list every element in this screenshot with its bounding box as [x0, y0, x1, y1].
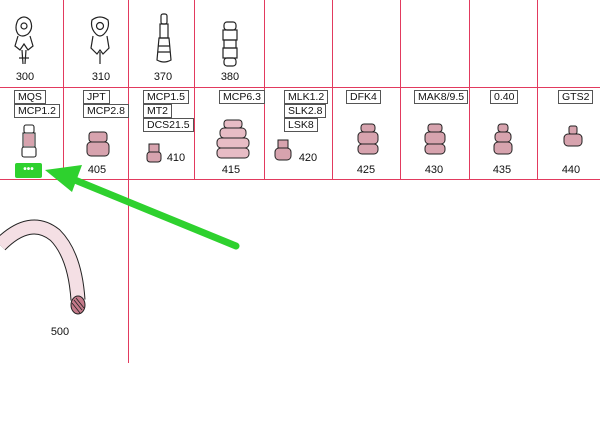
grid-line	[0, 179, 600, 180]
part-number-310: 310	[91, 71, 111, 83]
seal-405-drawing	[86, 131, 110, 157]
seal-430-drawing	[424, 123, 446, 155]
part-number-380: 380	[220, 71, 240, 83]
part-number-435: 435	[492, 164, 512, 176]
label-lsk8: LSK8	[284, 118, 318, 132]
part-number-425: 425	[356, 164, 376, 176]
grid-line	[0, 87, 600, 88]
grid-line	[63, 0, 64, 180]
seal-435-drawing	[493, 123, 513, 155]
label-gts2: GTS2	[558, 90, 594, 104]
label-mqs: MQS	[14, 90, 46, 104]
part-number-405: 405	[87, 164, 107, 176]
seal-425-drawing	[357, 123, 379, 155]
seal-420-drawing	[274, 139, 292, 161]
label-dfk4: DFK4	[346, 90, 381, 104]
label-mcp2-8: MCP2.8	[83, 104, 129, 118]
cable-500-drawing	[0, 219, 86, 315]
terminal-300-drawing	[14, 16, 34, 65]
label-mcp1-2: MCP1.2	[14, 104, 60, 118]
terminal-380-drawing	[222, 21, 238, 67]
part-number-370: 370	[153, 71, 173, 83]
highlight-badge[interactable]: •••	[15, 163, 42, 178]
label-mt2: MT2	[143, 104, 172, 118]
part-number-500: 500	[50, 326, 70, 338]
terminal-310-drawing	[90, 16, 110, 64]
grid-line	[128, 0, 129, 363]
label-mak8-9-5: MAK8/9.5	[414, 90, 469, 104]
label-slk2-8: SLK2.8	[284, 104, 327, 118]
seal-mqs-drawing	[21, 124, 37, 158]
seal-440-drawing	[563, 125, 583, 147]
grid-line	[400, 0, 401, 180]
label-0-40: 0.40	[490, 90, 519, 104]
label-jpt: JPT	[83, 90, 110, 104]
part-number-410: 410	[166, 152, 186, 164]
seal-410-drawing	[146, 143, 162, 163]
part-number-415: 415	[221, 164, 241, 176]
part-number-440: 440	[561, 164, 581, 176]
label-mcp1-5: MCP1.5	[143, 90, 189, 104]
label-dcs21-5: DCS21.5	[143, 118, 194, 132]
grid-line	[469, 0, 470, 180]
grid-line	[537, 0, 538, 180]
seal-415-drawing	[216, 119, 250, 159]
part-number-430: 430	[424, 164, 444, 176]
grid-line	[194, 0, 195, 180]
part-number-300: 300	[15, 71, 35, 83]
terminal-370-drawing	[156, 13, 172, 63]
part-number-420: 420	[298, 152, 318, 164]
grid-line	[332, 0, 333, 180]
label-mlk1-2: MLK1.2	[284, 90, 329, 104]
label-mcp6-3: MCP6.3	[219, 90, 265, 104]
